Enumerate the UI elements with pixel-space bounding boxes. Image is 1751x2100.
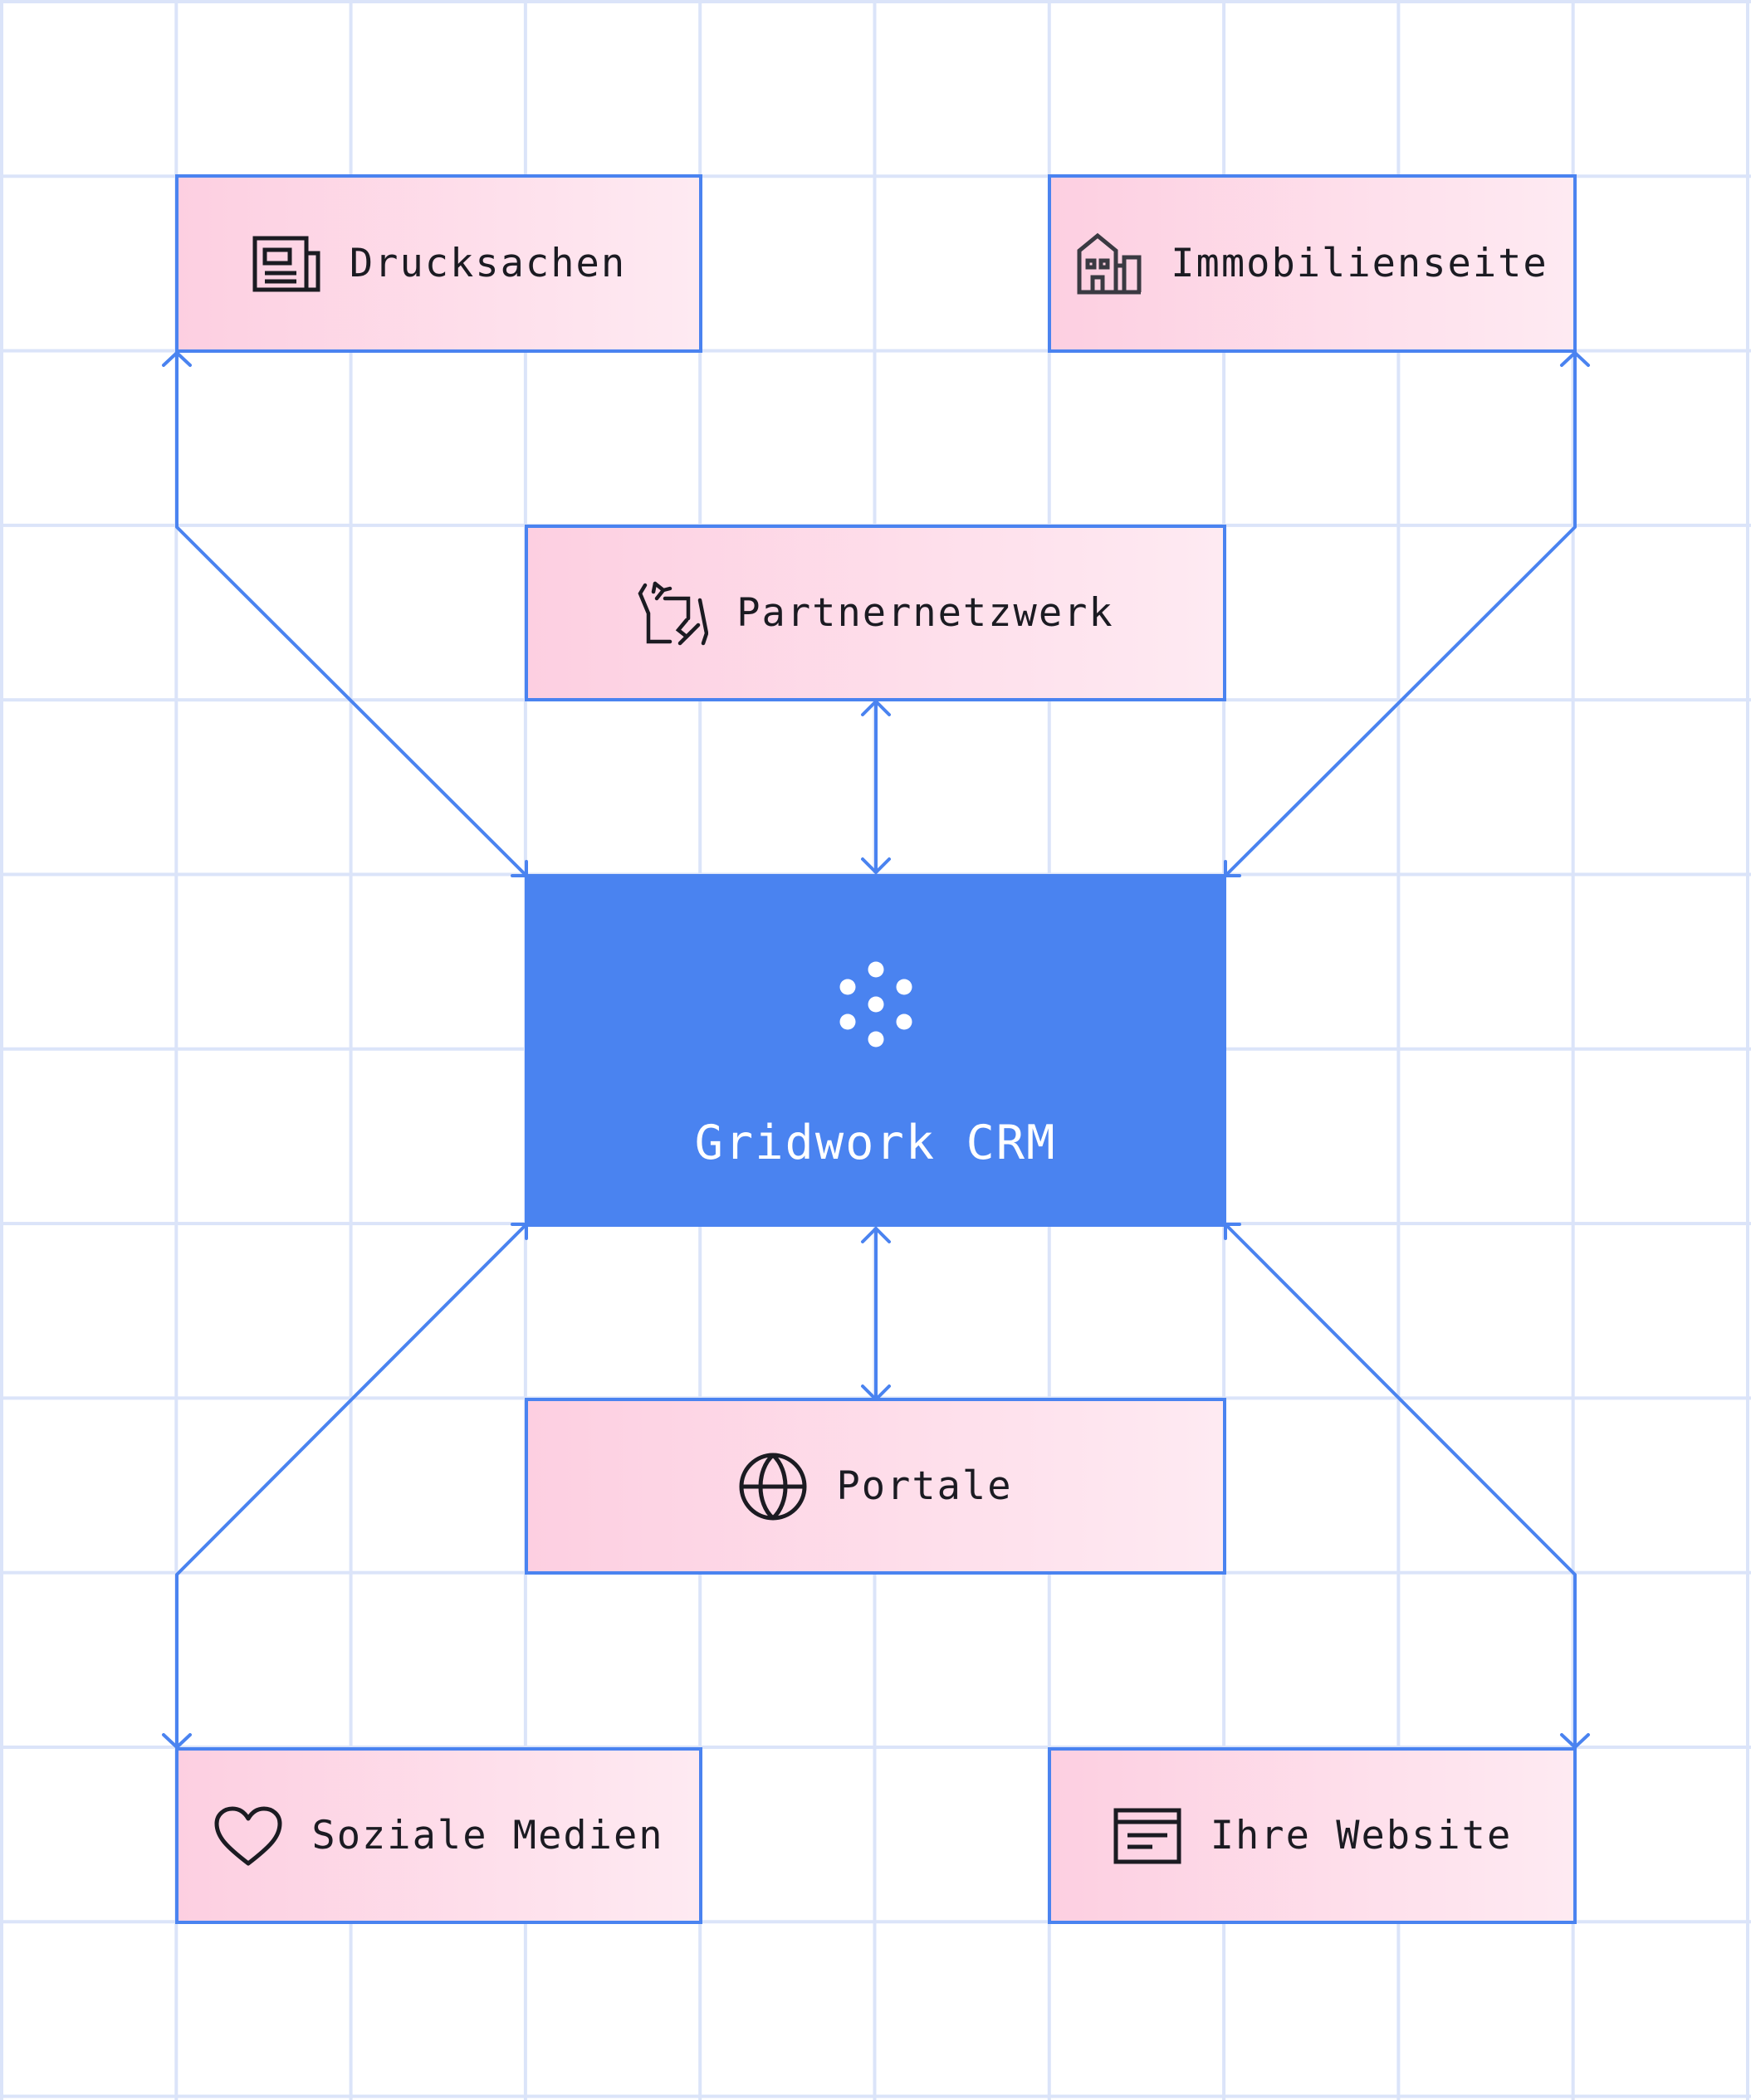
building-icon: [1076, 232, 1142, 295]
webpage-icon: [1113, 1807, 1182, 1865]
newspaper-icon: [252, 235, 321, 293]
node-partners: Partnernetzwerk: [525, 525, 1226, 701]
crm-hub: Gridwork CRM: [525, 874, 1226, 1227]
connector-property-hub: [1224, 351, 1590, 877]
connector-hub-portals: [861, 1227, 891, 1401]
connector-hub-website: [1224, 1223, 1590, 1749]
node-print: Drucksachen: [175, 174, 702, 353]
crm-hub-label: Gridwork CRM: [694, 1115, 1057, 1170]
node-website: Ihre Website: [1048, 1747, 1577, 1924]
node-social-label: Soziale Medien: [311, 1813, 664, 1858]
connector-hub-social: [162, 1223, 528, 1749]
node-website-label: Ihre Website: [1210, 1813, 1513, 1858]
globe-icon: [738, 1452, 808, 1521]
node-property-label: Immobilienseite: [1171, 241, 1548, 286]
dot-cluster-logo-icon: [836, 961, 916, 1059]
node-portals-label: Portale: [836, 1463, 1013, 1509]
heart-icon: [213, 1805, 283, 1867]
node-social: Soziale Medien: [175, 1747, 702, 1924]
connector-partners-hub: [861, 700, 891, 874]
connector-print-hub: [162, 351, 528, 877]
node-print-label: Drucksachen: [349, 241, 627, 286]
node-property: Immobilienseite: [1048, 174, 1577, 353]
handshake-icon: [637, 580, 709, 647]
node-partners-label: Partnernetzwerk: [736, 590, 1114, 636]
node-portals: Portale: [525, 1398, 1226, 1575]
